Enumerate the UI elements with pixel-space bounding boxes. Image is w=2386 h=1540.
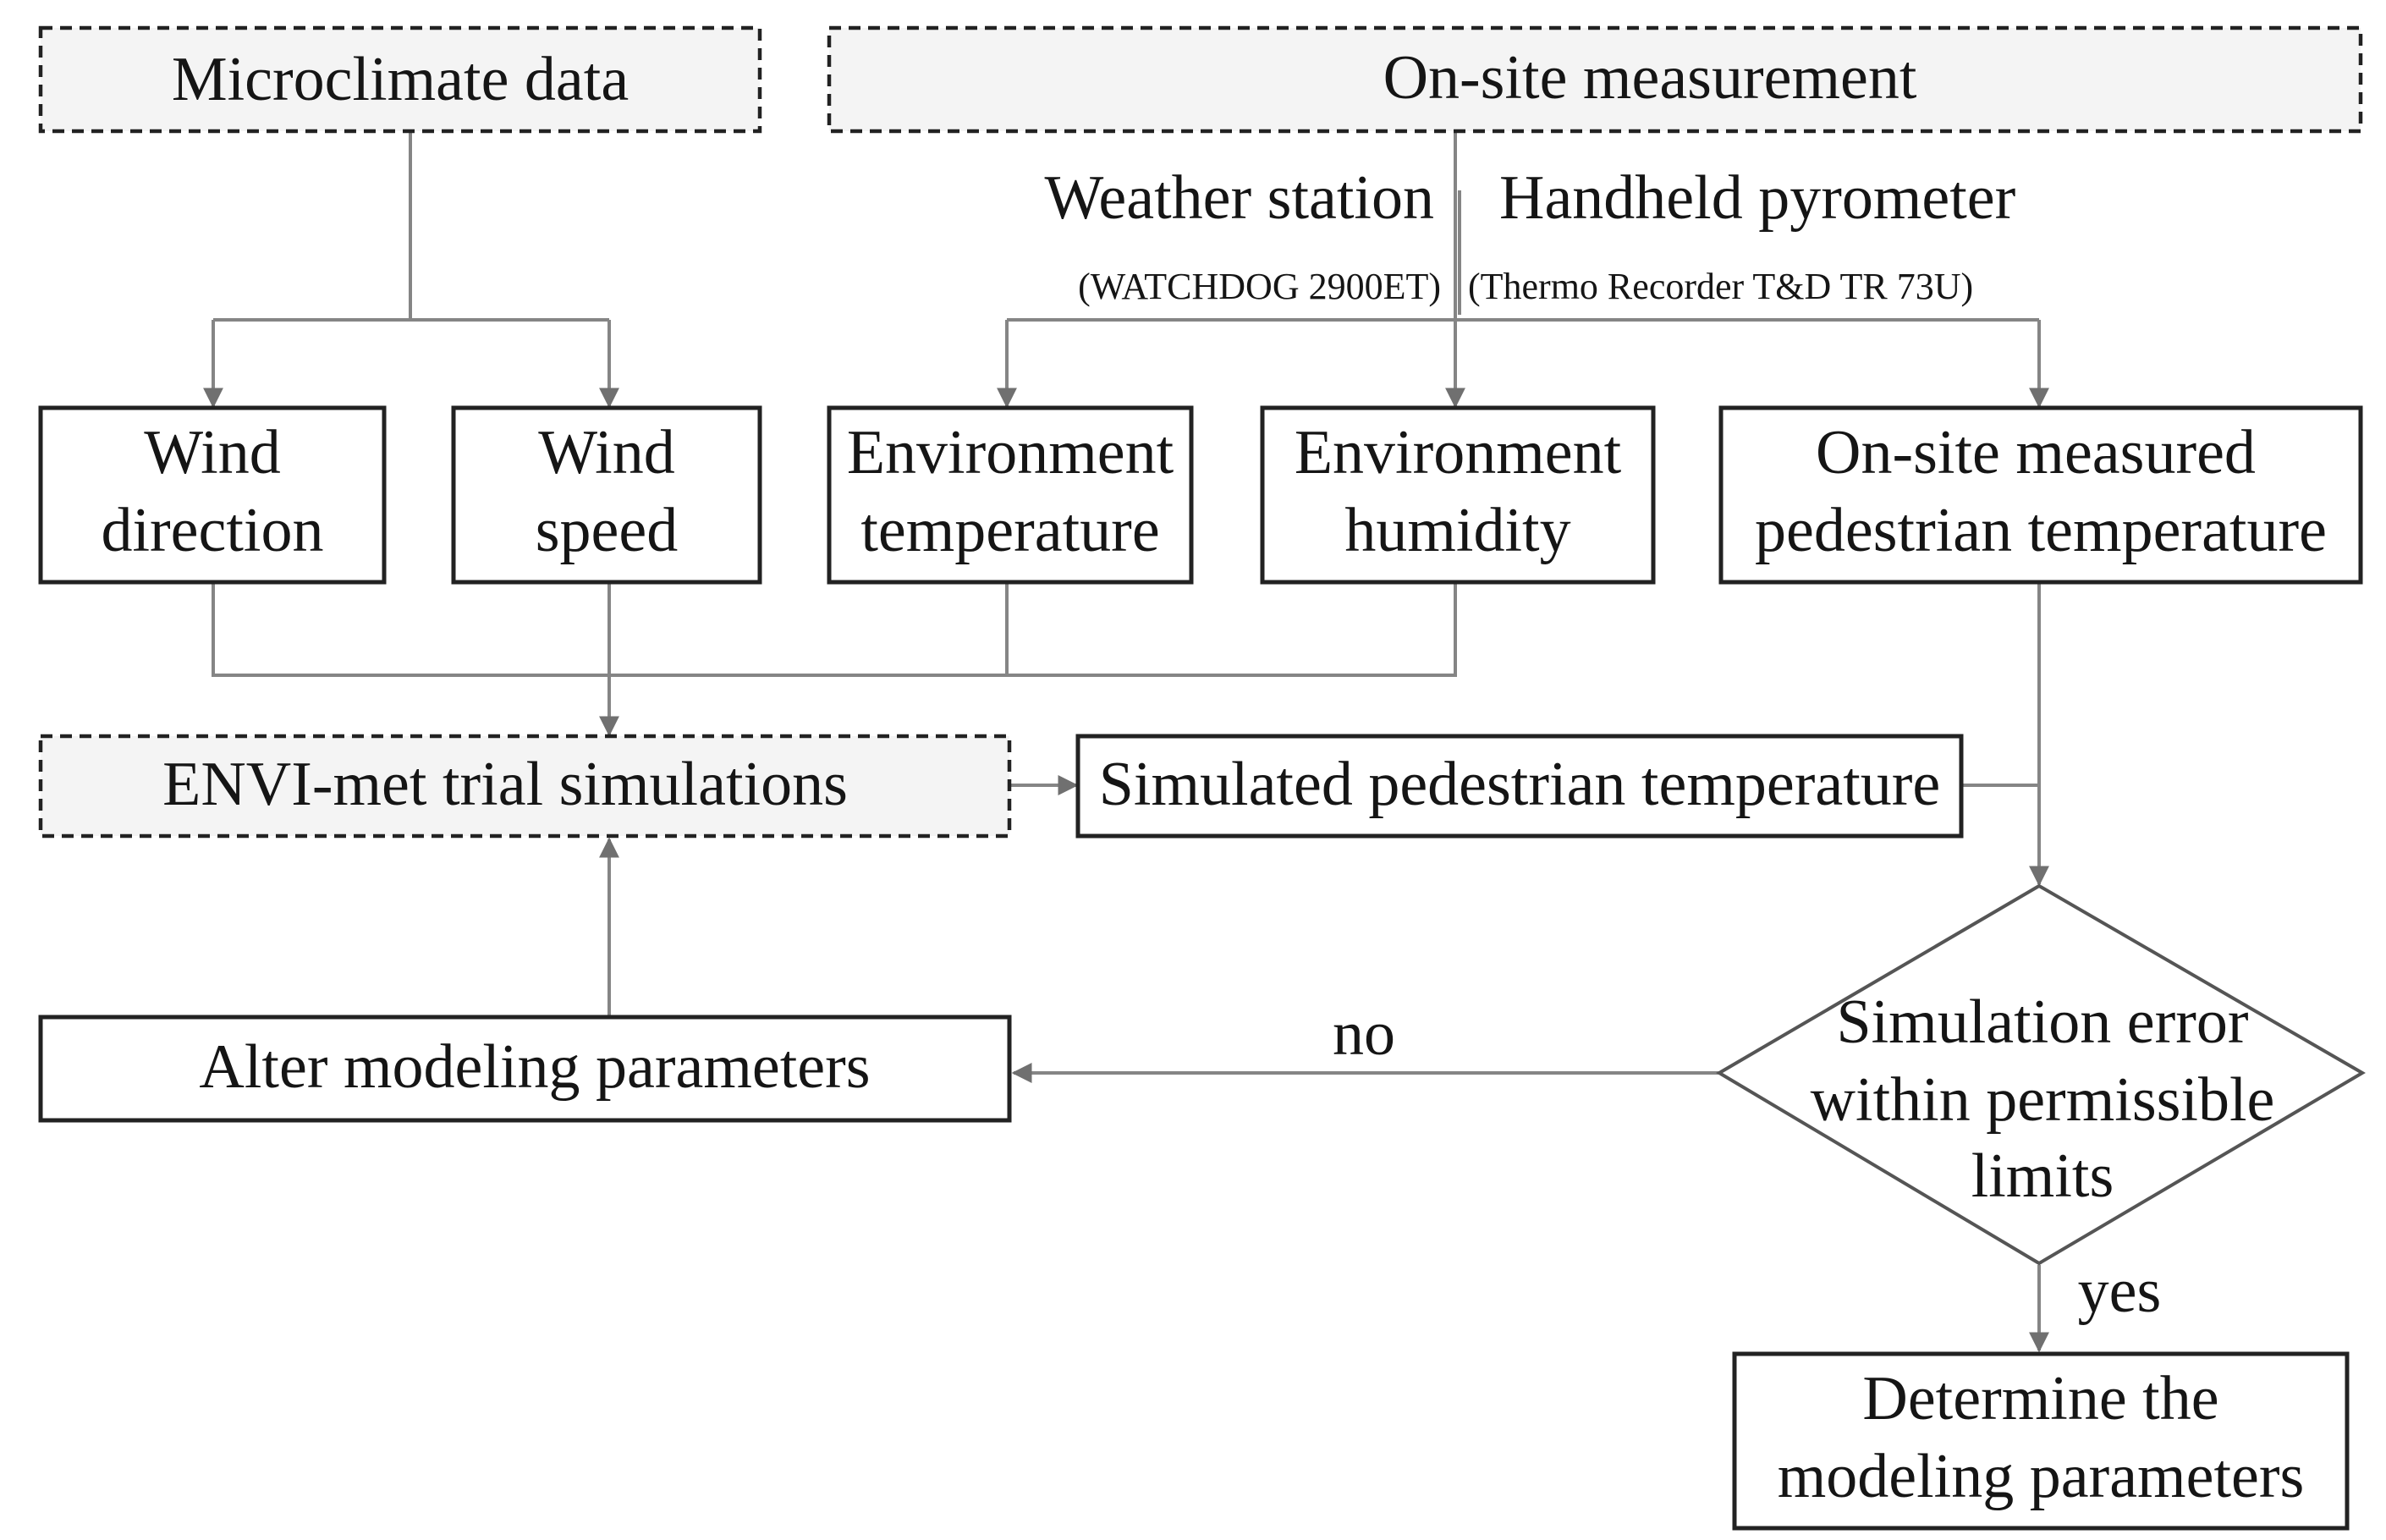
decision-label-line1: Simulation error [1836,987,2248,1057]
node-wind-speed: Wind speed [451,405,762,585]
instrument-name: Weather station [1045,163,1434,233]
node-label: Microclimate data [172,45,629,114]
node-label-line2: pedestrian temperature [1755,496,2327,565]
node-label-line2: temperature [860,496,1159,565]
decision-label-line3: limits [1971,1141,2114,1211]
node-simulated-pedestrian-temperature: Simulated pedestrian temperature [1075,734,1964,839]
node-onsite-measured-temperature: On-site measured pedestrian temperature [1718,405,2363,585]
node-label-line1: Environment [1295,418,1622,487]
node-onsite-measurement: On-site measurement [827,25,2363,134]
connector-microclimate-to-wind [213,131,609,322]
edge-label-yes: yes [2078,1257,2162,1326]
node-label-line1: Wind [144,418,280,487]
node-label-line1: On-site measured [1816,418,2256,487]
label-handheld-pyrometer: Handheld pyrometer (Thermo Recorder T&D … [1468,163,2015,307]
node-determine-modeling-parameters: Determine the modeling parameters [1732,1351,2350,1531]
node-label-line2: modeling parameters [1778,1442,2305,1511]
connectors [203,131,2049,1353]
node-label-line1: Environment [847,418,1174,487]
edge-label-no: no [1333,999,1395,1069]
node-label-line1: Determine the [1862,1364,2218,1433]
decision-simulation-error: Simulation error within permissible limi… [1716,883,2366,1266]
node-label: On-site measurement [1383,43,1917,113]
node-label-line2: speed [536,496,679,565]
node-label: Simulated pedestrian temperature [1099,750,1941,819]
node-label: ENVI-met trial simulations [162,750,848,819]
node-label-line2: humidity [1344,496,1570,565]
node-envimet-trial-simulations: ENVI-met trial simulations [38,734,1012,839]
node-alter-modeling-parameters: Alter modeling parameters [38,1015,1012,1123]
node-label-line1: Wind [538,418,674,487]
node-microclimate-data: Microclimate data [38,25,762,134]
decision-label-line2: within permissible [1811,1065,2275,1135]
instrument-name: Handheld pyrometer [1499,163,2015,233]
instrument-model: (Thermo Recorder T&D TR 73U) [1468,266,1973,307]
node-environment-temperature: Environment temperature [827,405,1194,585]
instrument-model: (WATCHDOG 2900ET) [1078,266,1441,307]
connector-inputs-merge [212,582,1457,677]
node-wind-direction: Wind direction [38,405,387,585]
node-label: Alter modeling parameters [199,1032,870,1102]
label-weather-station: Weather station (WATCHDOG 2900ET) [1045,163,1441,307]
node-label-line2: direction [101,496,323,565]
node-environment-humidity: Environment humidity [1260,405,1656,585]
